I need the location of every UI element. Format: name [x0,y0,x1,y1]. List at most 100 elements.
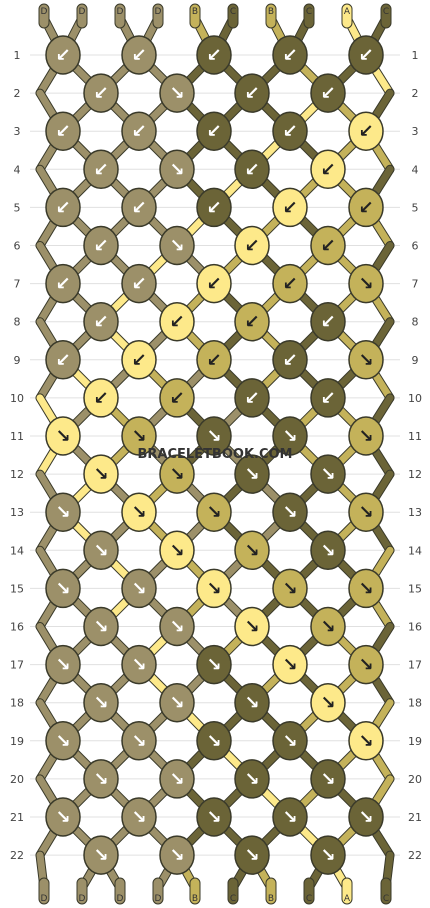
arrow-down-right-icon: ↘ [93,769,108,790]
knot: ↘ [272,568,308,609]
knot: ↙ [45,111,81,151]
arrow-down-left-icon: ↙ [55,350,70,371]
arrow-down-right-icon: ↘ [358,426,373,447]
knot-body [45,492,81,532]
knot: ↙ [121,263,157,304]
knot: ↘ [83,606,119,647]
knot: ↙ [348,187,384,228]
knot-body [45,416,81,456]
knot-body [159,835,195,875]
knot-body [348,797,384,837]
knot: ↘ [83,454,119,494]
strand-label: C [306,894,312,904]
knot: ↙ [272,35,308,75]
knot: ↘ [348,340,384,380]
knot-body [272,416,308,456]
row-number-right: 9 [412,354,419,367]
arrow-down-right-icon: ↘ [358,578,373,599]
knot-body [310,835,346,875]
arrow-down-left-icon: ↙ [55,274,70,295]
knot: ↘ [348,568,384,609]
knot-body [83,301,119,342]
arrow-down-left-icon: ↙ [93,83,108,104]
arrow-down-right-icon: ↘ [206,426,221,447]
knot-body [159,682,195,723]
knot-body [310,530,346,571]
arrow-down-right-icon: ↘ [320,617,335,638]
knot-body [272,35,308,75]
knot-body [348,492,384,532]
arrow-down-right-icon: ↘ [93,540,108,561]
arrow-down-left-icon: ↙ [169,388,184,409]
knot: ↘ [45,416,81,456]
knot-body [159,759,195,799]
knot: ↘ [272,644,308,685]
knot: ↘ [272,797,308,837]
knot-body [310,759,346,799]
knot-body [83,759,119,799]
knot-body [159,225,195,266]
arrow-down-right-icon: ↘ [206,655,221,676]
knot: ↙ [83,301,119,342]
knot: ↘ [348,416,384,456]
knot-body [272,111,308,151]
knot: ↘ [196,416,232,456]
knot: ↘ [121,797,157,837]
knot-body [196,797,232,837]
strand-end [341,3,353,29]
knot: ↘ [196,644,232,685]
knot: ↘ [83,835,119,875]
knot-body [196,721,232,761]
knot-body [196,644,232,685]
knot: ↙ [196,187,232,228]
arrow-down-right-icon: ↘ [320,845,335,866]
knot: ↘ [272,721,308,761]
arrow-down-right-icon: ↘ [169,769,184,790]
knot: ↘ [310,682,346,723]
row-number-left: 2 [14,87,21,100]
arrow-down-left-icon: ↙ [55,197,70,218]
strand-label: D [155,7,162,17]
arrow-down-left-icon: ↙ [282,274,297,295]
strand-end [152,877,164,905]
row-number-left: 13 [10,506,24,519]
arrow-down-right-icon: ↘ [55,731,70,752]
knot-body [159,530,195,571]
knot-body [83,378,119,418]
arrow-down-right-icon: ↘ [358,350,373,371]
knot: ↙ [310,149,346,190]
arrow-down-left-icon: ↙ [206,274,221,295]
arrow-down-left-icon: ↙ [320,236,335,257]
arrow-down-right-icon: ↘ [131,502,146,523]
knot-body [310,149,346,190]
arrow-down-right-icon: ↘ [55,807,70,828]
knot: ↙ [310,73,346,113]
arrow-down-right-icon: ↘ [320,769,335,790]
knot-body [45,340,81,380]
row-number-left: 6 [14,240,21,253]
arrow-down-right-icon: ↘ [244,769,259,790]
knot-body [45,111,81,151]
knot: ↘ [159,73,195,113]
knot-body [348,111,384,151]
knot-body [159,301,195,342]
knot-body [159,606,195,647]
knot: ↙ [45,35,81,75]
arrow-down-right-icon: ↘ [93,693,108,714]
knot-body [83,225,119,266]
knot: ↘ [234,530,270,571]
strand-label: B [192,7,198,17]
knot-body [159,454,195,494]
knot-body [272,721,308,761]
arrow-down-right-icon: ↘ [169,693,184,714]
knot: ↘ [348,263,384,304]
knot-body [121,797,157,837]
arrow-down-right-icon: ↘ [55,655,70,676]
strand-end [76,877,88,905]
knot-body [45,568,81,609]
row-number-right: 20 [408,773,422,786]
knot-body [234,606,270,647]
knot-body [83,530,119,571]
knot-body [121,263,157,304]
